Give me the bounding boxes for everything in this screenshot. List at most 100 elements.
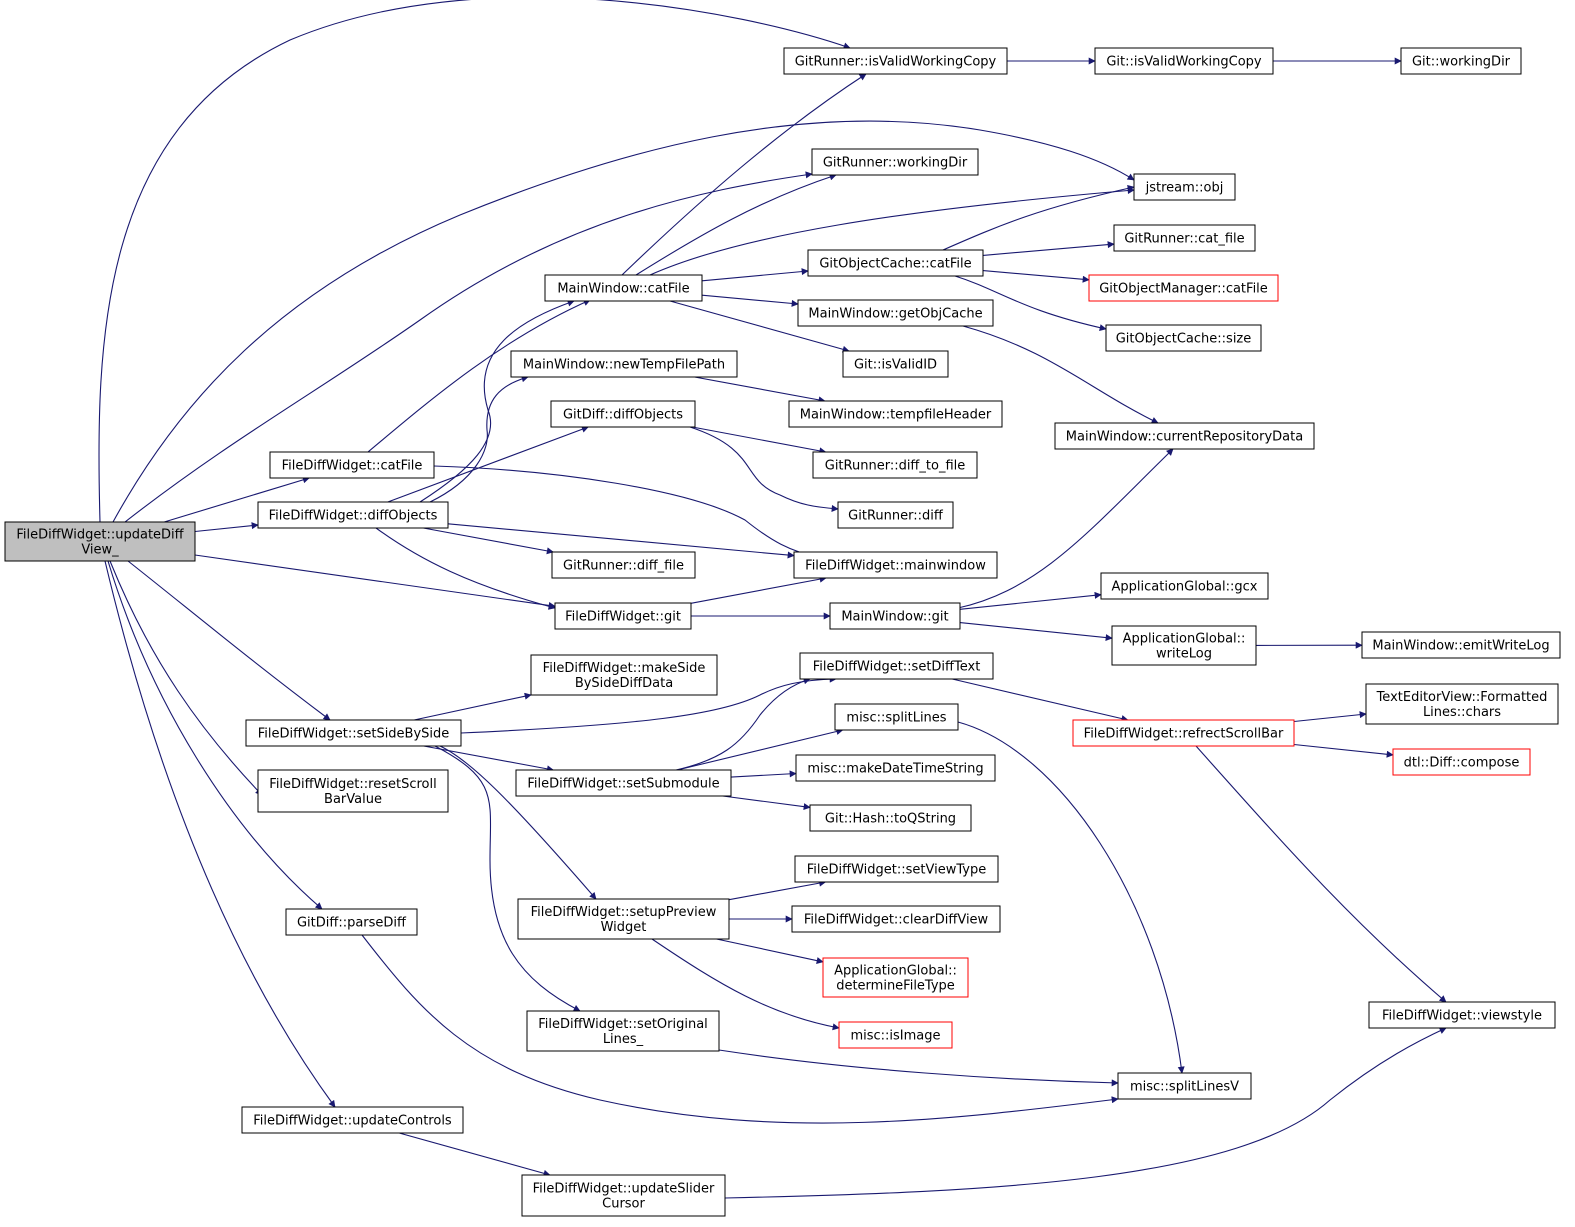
node-misc_splitLines[interactable]: misc::splitLines [834, 703, 959, 731]
node-goc_catFile[interactable]: GitObjectCache::catFile [807, 249, 984, 277]
node-gd_diffObjects[interactable]: GitDiff::diffObjects [550, 400, 696, 428]
node-fdw_setViewType[interactable]: FileDiffWidget::setViewType [794, 855, 999, 883]
edge-fdw_updateControls-to-fdw_updateSliderCursor [399, 1132, 551, 1177]
node-gom_catFile[interactable]: GitObjectManager::catFile [1088, 274, 1279, 302]
node-box [822, 957, 969, 998]
node-fdw_setDiffText[interactable]: FileDiffWidget::setDiffText [799, 652, 994, 680]
edge-goc_catFile-to-jstream_obj [942, 184, 1135, 251]
node-label: GitRunner::diff_file [563, 559, 684, 574]
node-gr_diff_to_file[interactable]: GitRunner::diff_to_file [812, 451, 978, 479]
node-label: ApplicationGlobal:: [1123, 632, 1246, 647]
node-ag_determineFileType[interactable]: ApplicationGlobal::determineFileType [822, 957, 969, 998]
edge-fdw_setSideBySide-to-fdw_setSubmodule [423, 745, 554, 773]
edge-misc_splitLines-to-misc_splitLinesV [957, 721, 1185, 1074]
node-box [551, 551, 696, 579]
edge-fdw_setSubmodule-to-git_hash_toQString [722, 795, 811, 811]
edge-fdw_setSubmodule-to-fdw_setDiffText [675, 677, 811, 771]
node-gr_workingDir[interactable]: GitRunner::workingDir [811, 148, 979, 176]
node-fdw_diffObjects[interactable]: FileDiffWidget::diffObjects [257, 501, 449, 529]
node-fdw_catFile[interactable]: FileDiffWidget::catFile [269, 451, 435, 479]
node-box [1365, 683, 1559, 725]
edge-mw_catFile-to-mw_getObjCache [701, 294, 799, 307]
node-label: FileDiffWidget::updateDiff [16, 528, 184, 543]
node-label: GitRunner::isValidWorkingCopy [795, 55, 997, 70]
edge-mw_catFile-to-jstream_obj [649, 187, 1135, 276]
edge-updateDiffView-to-fdw_setSideBySide [127, 560, 331, 721]
node-ag_gcx[interactable]: ApplicationGlobal::gcx [1100, 572, 1269, 600]
node-label: Cursor [602, 1197, 645, 1212]
node-gr_cat_file[interactable]: GitRunner::cat_file [1113, 224, 1256, 252]
node-label: GitRunner::cat_file [1124, 232, 1244, 247]
node-mw_git[interactable]: MainWindow::git [829, 602, 961, 630]
node-box [257, 501, 449, 529]
node-box [1054, 422, 1315, 450]
node-box [807, 249, 984, 277]
edge-mw_catFile-to-gr_isValidWorkingCopy [621, 73, 867, 276]
node-label: FileDiffWidget::catFile [282, 459, 423, 474]
node-git_workingDir[interactable]: Git::workingDir [1400, 47, 1522, 75]
node-box [1400, 47, 1522, 75]
node-gd_parseDiff[interactable]: GitDiff::parseDiff [285, 908, 418, 936]
node-box [1111, 625, 1257, 666]
node-ag_writeLog[interactable]: ApplicationGlobal::writeLog [1111, 625, 1257, 666]
node-label: GitObjectManager::catFile [1099, 282, 1268, 297]
node-label: GitRunner::diff_to_file [825, 459, 966, 474]
edge-fdw_git-to-fdw_mainwindow [690, 575, 827, 604]
edge-gd_parseDiff-to-misc_splitLinesV [361, 934, 1119, 1124]
node-label: Git::isValidWorkingCopy [1106, 55, 1262, 70]
node-fdw_setSideBySide[interactable]: FileDiffWidget::setSideBySide [245, 719, 462, 747]
node-label: determineFileType [836, 979, 955, 994]
node-dtl_compose[interactable]: dtl::Diff::compose [1392, 748, 1531, 776]
node-label: GitDiff::parseDiff [297, 916, 407, 931]
node-mw_tempfileHeader[interactable]: MainWindow::tempfileHeader [788, 400, 1003, 428]
node-mw_newTempFilePath[interactable]: MainWindow::newTempFilePath [510, 350, 738, 378]
edge-fdw_diffObjects-to-mw_newTempFilePath [429, 375, 529, 503]
edge-updateDiffView-to-gd_parseDiff [107, 560, 323, 910]
node-jstream_obj[interactable]: jstream::obj [1133, 173, 1236, 201]
node-box [526, 1010, 720, 1052]
edge-fdw_setSideBySide-to-fdw_setOriginalLines [434, 745, 581, 1012]
node-misc_splitLinesV[interactable]: misc::splitLinesV [1117, 1072, 1252, 1100]
node-box [1113, 224, 1256, 252]
edge-updateDiffView-to-fdw_updateControls [104, 560, 336, 1108]
node-fdw_setSubmodule[interactable]: FileDiffWidget::setSubmodule [515, 769, 732, 797]
node-box [285, 908, 418, 936]
node-label: FileDiffWidget::git [565, 610, 681, 625]
node-fdw_refrectScrollBar[interactable]: FileDiffWidget::refrectScrollBar [1072, 719, 1295, 747]
node-mw_getObjCache[interactable]: MainWindow::getObjCache [797, 299, 994, 327]
node-gr_isValidWorkingCopy[interactable]: GitRunner::isValidWorkingCopy [783, 47, 1008, 75]
node-fdw_git[interactable]: FileDiffWidget::git [554, 602, 692, 630]
node-box [834, 703, 959, 731]
node-label: ApplicationGlobal::gcx [1112, 580, 1258, 595]
node-fdw_viewstyle[interactable]: FileDiffWidget::viewstyle [1368, 1001, 1556, 1029]
node-git_hash_toQString[interactable]: Git::Hash::toQString [809, 804, 972, 832]
node-label: FileDiffWidget::setSideBySide [258, 727, 450, 742]
node-fdw_updateControls[interactable]: FileDiffWidget::updateControls [241, 1106, 464, 1134]
node-misc_makeDateTimeString[interactable]: misc::makeDateTimeString [795, 754, 996, 782]
node-fdw_mainwindow[interactable]: FileDiffWidget::mainwindow [793, 551, 998, 579]
edge-mw_catFile-to-gr_workingDir [635, 173, 837, 276]
node-git_isValidWorkingCopy[interactable]: Git::isValidWorkingCopy [1094, 47, 1274, 75]
node-mw_emitWriteLog[interactable]: MainWindow::emitWriteLog [1361, 631, 1561, 659]
edge-fdw_setDiffText-to-fdw_refrectScrollBar [952, 678, 1129, 722]
node-box [1072, 719, 1295, 747]
node-mw_catFile[interactable]: MainWindow::catFile [544, 274, 703, 302]
node-mw_currentRepositoryData[interactable]: MainWindow::currentRepositoryData [1054, 422, 1315, 450]
node-git_isValidID[interactable]: Git::isValidID [842, 350, 949, 378]
node-misc_isImage[interactable]: misc::isImage [838, 1021, 953, 1049]
node-fdw_clearDiffView[interactable]: FileDiffWidget::clearDiffView [791, 905, 1001, 933]
node-goc_size[interactable]: GitObjectCache::size [1105, 324, 1262, 352]
node-gr_diff_file[interactable]: GitRunner::diff_file [551, 551, 696, 579]
edge-fdw_updateSliderCursor-to-fdw_viewstyle [724, 1027, 1447, 1199]
node-label: MainWindow::git [841, 610, 948, 625]
node-gr_diff[interactable]: GitRunner::diff [837, 501, 954, 529]
node-label: jstream::obj [1145, 181, 1224, 196]
